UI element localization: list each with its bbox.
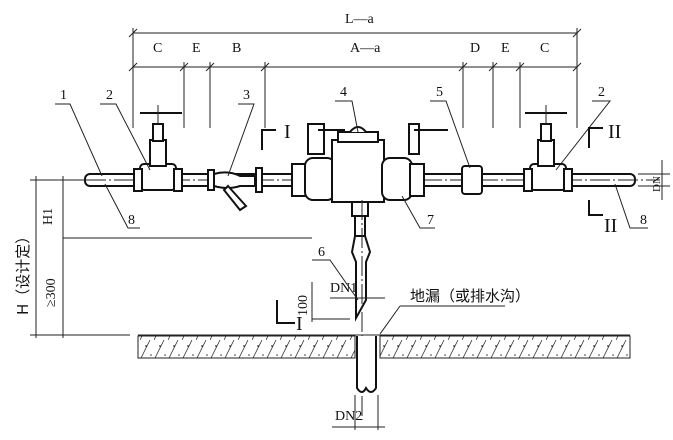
dim-h: H（设计定）	[14, 229, 32, 315]
union	[461, 165, 483, 195]
callout-5: 5	[436, 85, 443, 100]
callout-3: 3	[243, 88, 250, 103]
floor-slab	[137, 305, 631, 393]
dim-dn2: DN2	[335, 409, 362, 424]
section-markers: I II II I	[261, 121, 621, 335]
dim-100: 100	[296, 295, 311, 316]
callout-6: 6	[318, 245, 325, 260]
dim-e-left: E	[192, 41, 201, 56]
left-valve	[133, 105, 183, 192]
section-ii-bottom: II	[604, 215, 617, 237]
dim-dn: DN	[651, 176, 663, 192]
right-valve	[523, 105, 573, 192]
dim-c-left: C	[153, 41, 162, 56]
section-ii-top: II	[608, 121, 621, 143]
y-strainer	[207, 167, 263, 212]
vertical-dimensions	[30, 160, 670, 430]
dim-e-right: E	[501, 41, 510, 56]
section-i-top: I	[284, 121, 291, 143]
backflow-preventer	[291, 123, 448, 237]
callout-numbers: 1 2 3 4 5 2 8 7 8 6	[60, 85, 647, 260]
dim-h1: H1	[41, 208, 56, 225]
floor-drain-label: 地漏（或排水沟）	[410, 287, 530, 305]
dim-a: A—a	[350, 41, 381, 56]
callout-2-left: 2	[106, 88, 113, 103]
dimension-lines: L—a C E B A—a D E C	[128, 12, 582, 128]
callout-1: 1	[60, 88, 67, 103]
dim-d: D	[470, 41, 480, 56]
section-i-bottom: I	[296, 313, 303, 335]
dim-dn1: DN1	[330, 281, 357, 296]
callout-8-left: 8	[128, 213, 135, 228]
callout-leaders	[55, 100, 648, 301]
callout-7: 7	[427, 213, 434, 228]
dim-overall: L—a	[345, 12, 375, 27]
dim-min-300: ≥300	[44, 278, 59, 307]
dim-c-right: C	[540, 41, 549, 56]
callout-2-right: 2	[598, 85, 605, 100]
callout-8-right: 8	[640, 213, 647, 228]
callout-4: 4	[340, 85, 347, 100]
dim-b: B	[232, 41, 241, 56]
